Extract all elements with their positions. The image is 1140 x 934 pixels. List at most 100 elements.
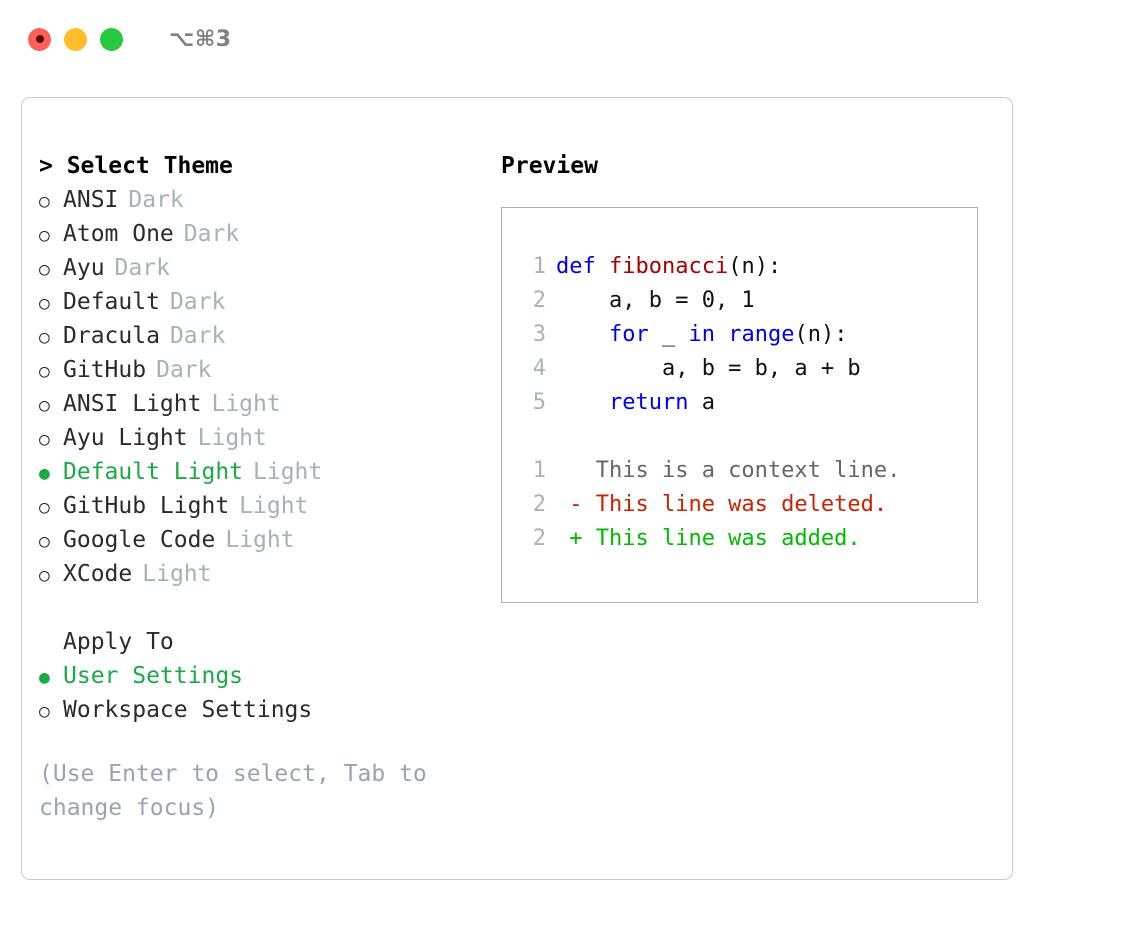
line-number: 2 <box>532 492 546 517</box>
list-spacer <box>39 591 499 625</box>
code-line-text: return a <box>556 386 715 420</box>
code-line: 3 for _ in range(n): <box>502 318 977 352</box>
code-token: fibonacci <box>609 254 729 279</box>
diff-line: 1 This is a context line. <box>502 454 977 488</box>
radio-selected-icon: ● <box>39 463 50 484</box>
apply-to-option-label: User Settings <box>63 663 244 689</box>
theme-category-tag: Dark <box>128 187 184 213</box>
page-title: > Select Theme <box>39 153 233 179</box>
diff-line: 2 + This line was added. <box>502 522 977 556</box>
code-token <box>715 322 728 347</box>
line-number: 3 <box>532 322 546 347</box>
radio-unselected-icon: ○ <box>39 191 50 212</box>
close-button[interactable] <box>28 27 51 51</box>
minimize-button[interactable] <box>64 27 87 51</box>
theme-category-tag: Dark <box>156 357 212 383</box>
theme-list-item[interactable]: ○ Dracula Dark <box>39 319 499 353</box>
apply-to-list: ● User Settings ○ Workspace Settings <box>39 659 499 727</box>
theme-name: Dracula <box>63 323 160 349</box>
theme-name: Google Code <box>63 527 216 553</box>
code-token: (n): <box>794 322 848 347</box>
code-token: _ <box>648 322 689 347</box>
line-number: 2 <box>532 526 546 551</box>
code-token: (n): <box>728 254 782 279</box>
theme-list-item[interactable]: ○ XCode Light <box>39 557 499 591</box>
theme-category-tag: Light <box>239 493 309 519</box>
code-line-text: a, b = 0, 1 <box>556 284 755 318</box>
code-line: 1 def fibonacci(n): <box>502 250 977 284</box>
code-token: a <box>688 390 715 415</box>
code-token: return <box>608 390 689 415</box>
theme-name: Default <box>63 289 160 315</box>
line-number: 5 <box>532 390 546 415</box>
theme-name: ANSI Light <box>63 391 202 417</box>
code-line-text: for _ in range(n): <box>556 318 847 352</box>
code-line-text: def fibonacci(n): <box>556 250 781 284</box>
radio-unselected-icon: ○ <box>39 395 50 416</box>
radio-selected-icon: ● <box>39 667 50 688</box>
apply-to-option[interactable]: ○ Workspace Settings <box>39 693 499 727</box>
code-line-text: a, b = b, a + b <box>556 352 861 386</box>
keyboard-hint: (Use Enter to select, Tab to change focu… <box>39 761 441 821</box>
diff-line-text: - This line was deleted. <box>556 492 888 517</box>
code-token <box>556 390 609 415</box>
radio-unselected-icon: ○ <box>39 565 50 586</box>
radio-unselected-icon: ○ <box>39 701 50 722</box>
theme-category-tag: Dark <box>114 255 170 281</box>
code-token: a, b = b, a + b <box>556 356 861 381</box>
code-token: range <box>728 322 795 347</box>
apply-to-option[interactable]: ● User Settings <box>39 659 499 693</box>
radio-unselected-icon: ○ <box>39 531 50 552</box>
theme-list-item[interactable]: ○ ANSI Light Light <box>39 387 499 421</box>
theme-list-item[interactable]: ● Default Light Light <box>39 455 499 489</box>
apply-to-label: Apply To <box>63 629 174 655</box>
diff-line: 2 - This line was deleted. <box>502 488 977 522</box>
apply-to-option-label: Workspace Settings <box>63 697 313 723</box>
diff-spacer <box>502 420 977 454</box>
code-token <box>556 322 609 347</box>
theme-category-tag: Dark <box>169 323 226 349</box>
code-line: 5 return a <box>502 386 977 420</box>
theme-category-tag: Dark <box>183 221 240 247</box>
theme-name: ANSI <box>63 187 119 213</box>
window-controls <box>28 27 123 51</box>
maximize-button[interactable] <box>100 27 123 51</box>
diff-line-text: + This line was added. <box>556 526 861 551</box>
code-token: in <box>688 322 715 347</box>
theme-category-tag: Light <box>225 527 295 553</box>
theme-name: Atom One <box>63 221 174 247</box>
radio-unselected-icon: ○ <box>39 327 50 348</box>
theme-category-tag: Light <box>211 391 281 417</box>
code-token: def <box>556 254 596 279</box>
theme-list-item[interactable]: ○ Google Code Light <box>39 523 499 557</box>
radio-unselected-icon: ○ <box>39 497 50 518</box>
diff-sample: 1 This is a context line.2 - This line w… <box>502 454 977 556</box>
theme-category-tag: Light <box>142 561 212 587</box>
theme-name: XCode <box>63 561 133 587</box>
line-number: 1 <box>532 458 546 483</box>
code-token: for <box>608 322 649 347</box>
theme-list-item[interactable]: ○ ANSI Dark <box>39 183 499 217</box>
line-number: 2 <box>532 288 546 313</box>
line-number: 4 <box>532 356 546 381</box>
theme-name: Default Light <box>63 459 244 485</box>
code-line: 4 a, b = b, a + b <box>502 352 977 386</box>
keyboard-shortcut-label: ⌥⌘3 <box>169 26 232 52</box>
line-number: 1 <box>532 254 546 279</box>
preview-title: Preview <box>501 153 598 179</box>
radio-unselected-icon: ○ <box>39 293 50 314</box>
title-bar: ⌥⌘3 <box>0 0 1140 78</box>
theme-category-tag: Light <box>253 459 323 485</box>
